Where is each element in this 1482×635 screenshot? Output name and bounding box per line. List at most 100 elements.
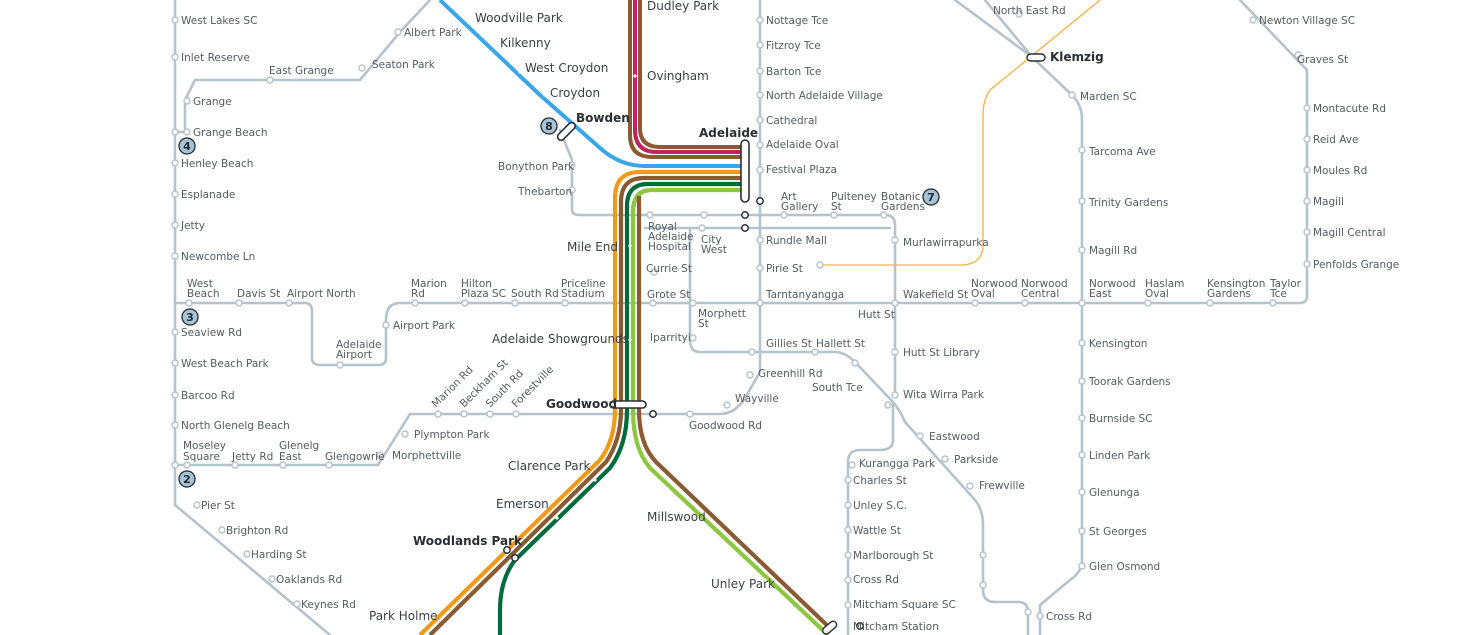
stop-dot[interactable] — [756, 91, 764, 99]
station-label[interactable]: Goodwood — [546, 397, 617, 411]
stop-label[interactable]: Moseley — [183, 440, 226, 452]
stop-dot[interactable] — [756, 236, 764, 244]
stop-label[interactable]: Currie St — [646, 263, 692, 275]
stop-label[interactable]: Norwood — [1021, 278, 1068, 290]
stop-dot[interactable] — [183, 128, 191, 136]
stop-label[interactable]: Pulteney — [831, 191, 877, 203]
stop-label[interactable]: North East Rd — [993, 5, 1066, 17]
stop-label[interactable]: Priceline — [561, 278, 606, 290]
stop-label[interactable]: Seaview Rd — [181, 327, 242, 339]
stop-label[interactable]: West Lakes SC — [181, 15, 257, 27]
stop-dot[interactable] — [171, 252, 179, 260]
stop-label[interactable]: Pirie St — [766, 263, 803, 275]
stop-dot[interactable] — [394, 28, 402, 36]
stop-dot[interactable] — [171, 53, 179, 61]
stop-dot[interactable] — [1303, 197, 1311, 205]
stop-label[interactable]: Linden Park — [1089, 450, 1151, 462]
stop-label[interactable]: Taylor — [1269, 278, 1302, 290]
stop-dot[interactable] — [171, 128, 179, 136]
stop-label[interactable]: Glengowrie — [325, 451, 385, 463]
stop-label[interactable]: Montacute Rd — [1313, 103, 1386, 115]
station-label[interactable]: Adelaide Showgrounds — [492, 332, 629, 346]
stop-dot[interactable] — [756, 166, 764, 174]
stop-dot[interactable] — [1078, 451, 1086, 459]
stop-dot[interactable] — [1078, 414, 1086, 422]
stop-label[interactable]: Grange — [193, 96, 232, 108]
stop-label[interactable]: Airport North — [287, 288, 356, 300]
stop-label[interactable]: Newcombe Ln — [181, 251, 255, 263]
stop-label[interactable]: Oval — [971, 288, 995, 300]
stop-dot[interactable] — [1078, 488, 1086, 496]
stop-dot[interactable] — [171, 421, 179, 429]
stop-label[interactable]: Royal — [648, 221, 677, 233]
stop-label[interactable]: Botanic — [881, 191, 921, 203]
stop-label[interactable]: Adelaide — [336, 339, 382, 351]
stop-dot[interactable] — [1024, 608, 1032, 616]
stop-dot[interactable] — [756, 116, 764, 124]
stop-label[interactable]: Seaton Park — [372, 59, 436, 71]
stop-dot[interactable] — [1078, 339, 1086, 347]
station-label[interactable]: Klemzig — [1050, 50, 1104, 64]
stop-label[interactable]: Norwood — [1089, 278, 1136, 290]
station-label[interactable]: Woodlands Park — [413, 534, 523, 548]
stop-label[interactable]: Wita Wirra Park — [903, 389, 985, 401]
stop-dot[interactable] — [266, 76, 274, 84]
stop-dot[interactable] — [279, 461, 287, 469]
stop-label[interactable]: Magill Rd — [1089, 245, 1137, 257]
station-label[interactable]: Kilkenny — [500, 36, 551, 50]
stop-label[interactable]: Graves St — [1297, 54, 1348, 66]
stop-dot[interactable] — [1078, 562, 1086, 570]
stop-dot[interactable] — [891, 348, 899, 356]
stop-label[interactable]: West Beach Park — [181, 358, 270, 370]
stop-dot[interactable] — [966, 482, 974, 490]
stop-label[interactable]: Morphettville — [392, 450, 461, 462]
stop-dot[interactable] — [746, 371, 754, 379]
stop-label[interactable]: Esplanade — [181, 189, 235, 201]
stop-label[interactable]: Glenunga — [1089, 487, 1140, 499]
station-label[interactable]: Mile End — [567, 240, 618, 254]
stop-dot[interactable] — [884, 401, 892, 409]
stop-dot[interactable] — [568, 186, 576, 194]
route-badge-7[interactable]: 7 — [922, 188, 940, 206]
stop-dot[interactable] — [243, 550, 251, 558]
stop-label[interactable]: Fitzroy Tce — [766, 40, 821, 52]
stop-label[interactable]: Norwood — [971, 278, 1018, 290]
stop-label[interactable]: Albert Park — [404, 27, 463, 39]
stop-dot[interactable] — [171, 190, 179, 198]
train-stop-dot[interactable] — [518, 70, 522, 74]
stop-dot[interactable] — [171, 391, 179, 399]
stop-label[interactable]: St — [698, 318, 709, 330]
stop-label[interactable]: Grange Beach — [193, 127, 268, 139]
stop-label[interactable]: Charles St — [853, 475, 907, 487]
stop-dot[interactable] — [891, 299, 899, 307]
mitcham-station-capsule[interactable] — [821, 620, 838, 635]
stop-dot[interactable] — [568, 161, 576, 169]
station-label[interactable]: Park Holme — [369, 609, 438, 623]
stop-label[interactable]: Adelaide Oval — [766, 139, 839, 151]
stop-dot[interactable] — [830, 211, 838, 219]
goodwood-station-capsule[interactable] — [609, 400, 647, 409]
stop-dot[interactable] — [1078, 299, 1086, 307]
stop-label[interactable]: Central — [1021, 288, 1059, 300]
stop-label[interactable]: Airport Park — [393, 320, 456, 332]
stop-dot[interactable] — [916, 432, 924, 440]
stop-label[interactable]: Glenelg — [279, 440, 319, 452]
stop-dot[interactable] — [1078, 377, 1086, 385]
stop-label[interactable]: Gardens — [1207, 288, 1251, 300]
stop-label[interactable]: St Georges — [1089, 526, 1147, 538]
train-stop-dot[interactable] — [633, 74, 637, 78]
stop-label[interactable]: Kensington — [1089, 338, 1147, 350]
stop-dot[interactable] — [844, 601, 852, 609]
station-label[interactable]: Clarence Park — [508, 459, 591, 473]
stop-dot[interactable] — [891, 391, 899, 399]
train-stop-dot[interactable] — [628, 338, 632, 342]
stop-label[interactable]: Kurangga Park — [859, 458, 936, 470]
stop-dot[interactable] — [171, 159, 179, 167]
stop-label[interactable]: Kensington — [1207, 278, 1265, 290]
stop-label[interactable]: Jetty Rd — [231, 451, 273, 463]
stop-dot[interactable] — [844, 501, 852, 509]
stop-label[interactable]: Henley Beach — [181, 158, 253, 170]
stop-label[interactable]: City — [701, 234, 722, 246]
stop-label[interactable]: North Adelaide Village — [766, 90, 883, 102]
